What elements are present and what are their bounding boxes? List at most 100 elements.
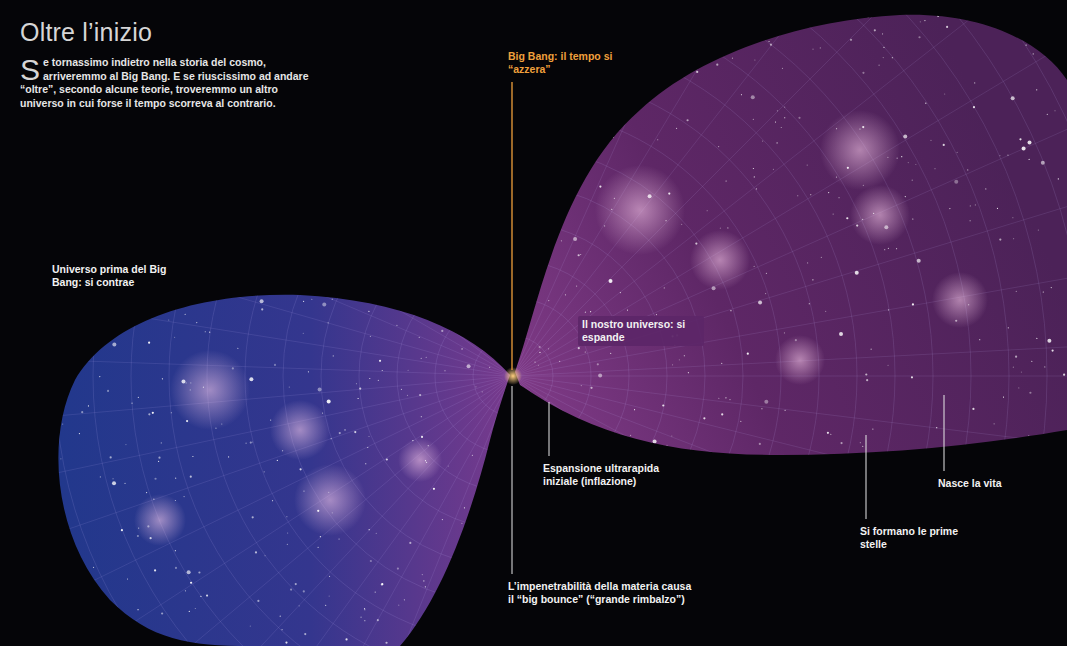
star — [548, 348, 549, 349]
star — [503, 571, 505, 573]
star — [934, 168, 935, 169]
star — [747, 353, 749, 355]
star — [1019, 138, 1021, 140]
star — [103, 336, 104, 337]
star — [175, 500, 176, 501]
star — [614, 198, 615, 199]
star — [181, 380, 185, 384]
star — [379, 360, 381, 362]
star — [329, 596, 330, 597]
star — [302, 291, 304, 293]
grid-line — [497, 376, 513, 646]
star — [809, 303, 810, 304]
star — [667, 65, 669, 67]
star — [905, 196, 906, 197]
star — [423, 580, 424, 581]
star — [69, 330, 70, 331]
star — [110, 456, 112, 458]
star — [839, 332, 843, 336]
star — [830, 434, 831, 435]
star — [634, 409, 635, 410]
star — [957, 152, 958, 153]
grid-line — [513, 376, 1067, 646]
star — [121, 529, 123, 531]
star — [386, 458, 388, 460]
star — [617, 59, 618, 60]
leader-line — [549, 402, 550, 456]
star — [531, 234, 532, 235]
star — [920, 21, 921, 22]
star — [999, 155, 1000, 156]
star — [252, 441, 253, 442]
star — [725, 397, 726, 398]
star — [908, 162, 909, 163]
star — [484, 570, 486, 572]
grid-line — [0, 235, 513, 376]
star — [888, 248, 889, 249]
star — [862, 126, 864, 128]
star — [656, 314, 657, 315]
grid-line — [0, 24, 513, 376]
star — [699, 13, 700, 14]
star — [1003, 396, 1004, 397]
star — [299, 605, 300, 606]
star — [741, 94, 742, 95]
star — [616, 22, 620, 26]
star — [967, 169, 968, 170]
grid-line — [341, 0, 513, 376]
star — [138, 527, 139, 528]
star — [968, 304, 969, 305]
star — [759, 443, 761, 445]
star — [412, 440, 413, 441]
star — [221, 423, 222, 424]
star — [250, 442, 252, 444]
star — [570, 64, 572, 66]
star — [671, 435, 672, 436]
star — [397, 296, 399, 298]
star — [333, 355, 334, 356]
star — [1041, 161, 1045, 165]
star — [776, 142, 777, 143]
star — [504, 429, 505, 430]
star — [610, 20, 611, 21]
grid-line — [0, 0, 513, 376]
star — [464, 507, 465, 508]
star — [856, 224, 858, 226]
star — [648, 194, 652, 198]
star — [598, 374, 602, 378]
star — [873, 213, 874, 214]
grid-line — [513, 376, 715, 646]
star — [433, 488, 435, 490]
grid-line — [235, 0, 513, 376]
star — [585, 351, 586, 352]
grid-line — [77, 376, 513, 646]
leader-line — [866, 435, 867, 519]
star — [758, 300, 762, 304]
star — [425, 586, 426, 587]
star-cluster — [134, 494, 186, 546]
star — [345, 638, 347, 640]
star — [332, 512, 333, 513]
grid-line — [17, 0, 1009, 646]
star — [354, 431, 356, 433]
star — [425, 460, 426, 461]
star — [884, 225, 888, 229]
star — [556, 231, 557, 232]
star — [365, 463, 366, 464]
star — [422, 574, 423, 575]
intro-text: Se tornassimo indietro nella storia del … — [20, 56, 320, 110]
star — [860, 442, 861, 443]
star — [344, 429, 345, 430]
star — [565, 294, 566, 295]
star — [847, 167, 849, 169]
callout-label: Universo prima del Big Bang: si contrae — [52, 263, 182, 289]
star — [359, 387, 361, 389]
grid-line — [0, 376, 513, 646]
star — [836, 177, 837, 178]
star — [912, 180, 913, 181]
star — [325, 605, 326, 606]
star — [252, 516, 254, 518]
star — [1044, 366, 1045, 367]
leader-line — [944, 395, 945, 471]
